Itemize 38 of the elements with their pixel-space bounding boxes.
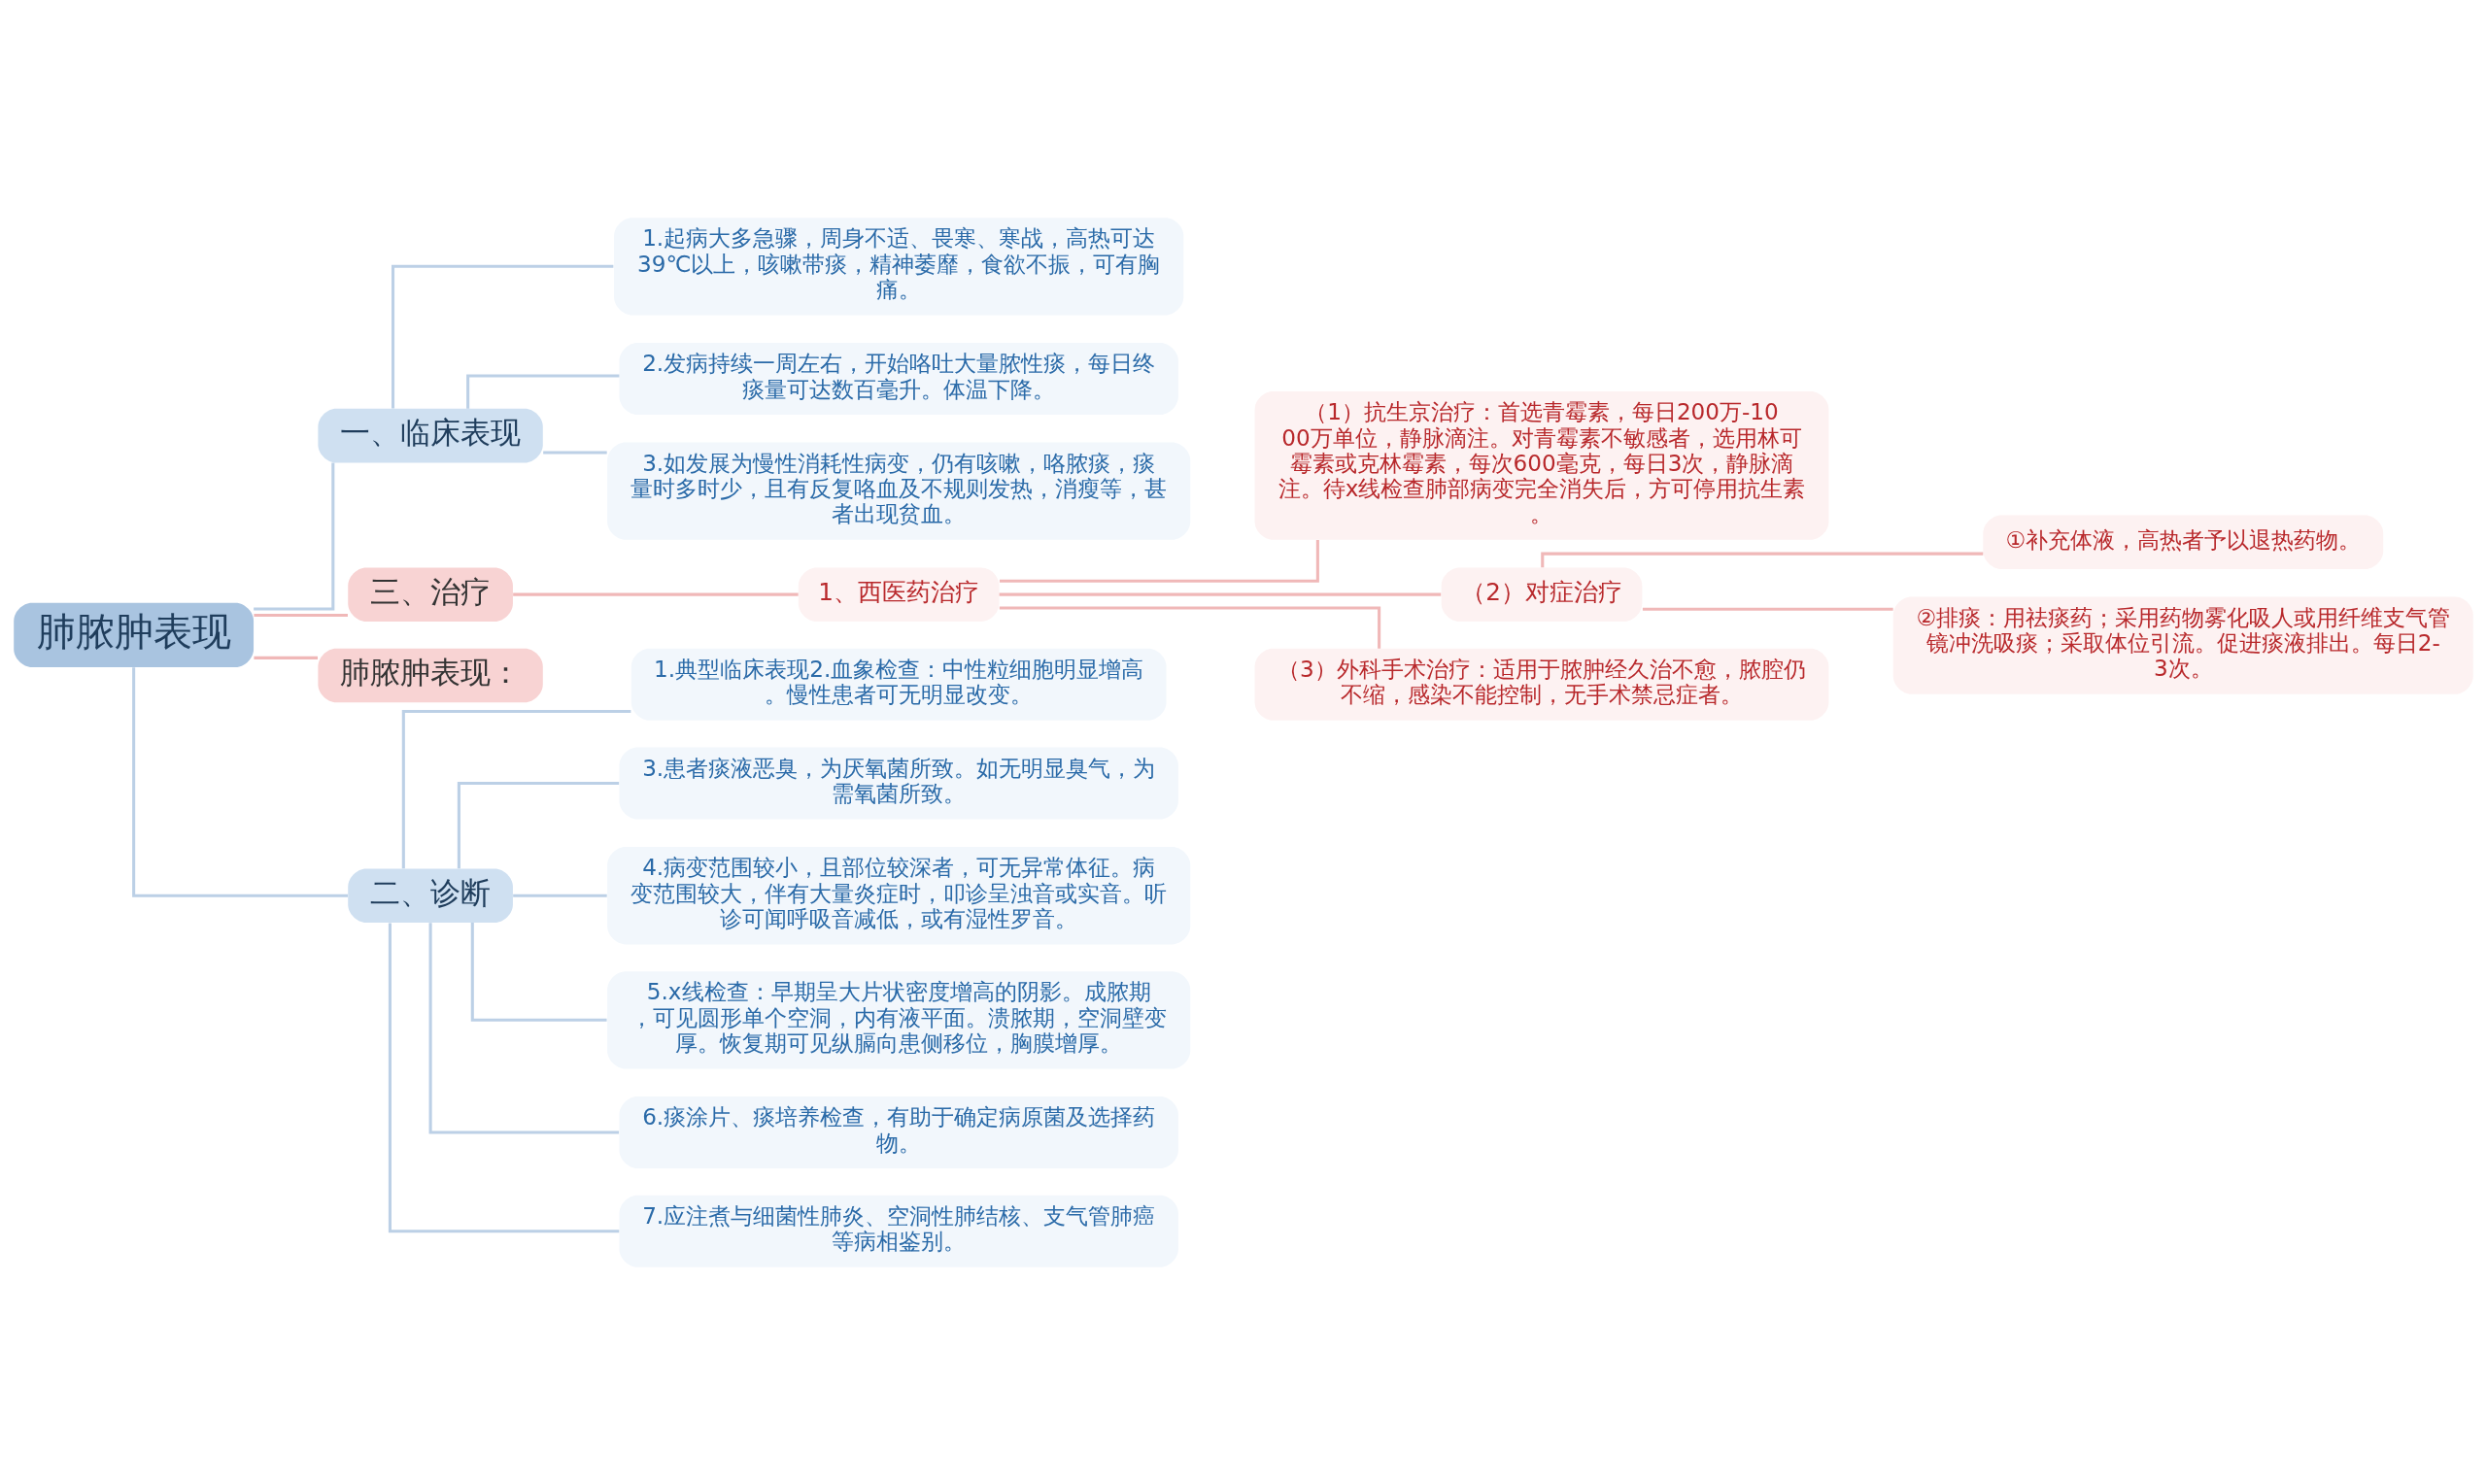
connector (254, 656, 318, 659)
connector (254, 613, 348, 617)
node-box: 3.如发展为慢性消耗性病变，仍有咳嗽，咯脓痰，痰量时多时少，且有反复咯血及不规则发热，消瘦等，甚者出现贫血。 (607, 442, 1191, 540)
node-box: 肺脓肿表现： (318, 648, 543, 702)
node-box: 4.病变范围较小，且部位较深者，可无异常体征。病变范围较大，伴有大量炎症时，叩诊呈浊音或实音。听诊可闻呼吸音减低，或有湿性罗音。 (607, 846, 1191, 944)
connector (132, 666, 348, 897)
connector (513, 894, 607, 897)
connector (428, 922, 620, 1134)
node-box: 1.典型临床表现2.血象检查：中性粒细胞明显增高。慢性患者可无明显改变。 (630, 648, 1167, 721)
node-box: （2）对症治疗 (1441, 566, 1643, 622)
node-box: 5.x线检查：早期呈大片状密度增高的阴影。成脓期，可见圆形单个空洞，内有液平面。溃脓期，空洞壁变厚。恢复期可见纵膈向患侧移位，胸膜增厚。 (607, 970, 1191, 1068)
node-box: ①补充体液，高热者予以退热药物。 (1983, 514, 2384, 569)
node-box: （3）外科手术治疗：适用于脓肿经久治不愈，脓腔仍不缩，感染不能控制，无手术禁忌症者。 (1254, 648, 1829, 721)
connector (513, 592, 799, 596)
node-box: 1.起病大多急骤，周身不适、畏寒、寒战，高热可达39℃以上，咳嗽带痰，精神萎靡，食欲不振，可有胸痛。 (614, 217, 1184, 315)
connector (543, 450, 607, 455)
node-box: 2.发病持续一周左右，开始咯吐大量脓性痰，每日终痰量可达数百毫升。体温下降。 (619, 342, 1178, 415)
connector (391, 264, 614, 409)
node-box: 6.痰涂片、痰培养检查，有助于确定病原菌及选择药物。 (619, 1096, 1178, 1168)
node-box: 一、临床表现 (318, 408, 543, 462)
node-box: 3.患者痰液恶臭，为厌氧菌所致。如无明显臭气，为需氧菌所致。 (619, 747, 1178, 820)
connector (457, 781, 620, 868)
connector (999, 606, 1381, 649)
node-box: ②排痰：用祛痰药；采用药物雾化吸人或用纤维支气管镜冲洗吸痰；采取体位引流。促进痰液排出。每日2-3次。 (1892, 595, 2473, 694)
connector (254, 462, 335, 611)
connector (999, 592, 1442, 596)
connector (1541, 552, 1984, 567)
node-box: 7.应注煮与细菌性肺炎、空洞性肺结核、支气管肺癌等病相鉴别。 (619, 1195, 1178, 1267)
connector (1642, 607, 1893, 611)
node-box: 1、西医药治疗 (798, 566, 1000, 622)
node-box: （1）抗生京治疗：首选青霉素，每日200万-1000万单位，静脉滴注。对青霉素不敏感者，选用林可霉素或克林霉素，每次600毫克，每日3次，静脉滴注。待x线检查肺部病变完全消失后，方可停用抗生素。 (1254, 390, 1829, 540)
node-box: 肺脓肿表现 (14, 602, 255, 667)
node-box: 二、诊断 (348, 867, 513, 923)
connector (1000, 539, 1319, 583)
connector (388, 923, 620, 1232)
node-box: 三、治疗 (348, 566, 513, 622)
connector (401, 709, 631, 868)
connector (470, 922, 607, 1022)
